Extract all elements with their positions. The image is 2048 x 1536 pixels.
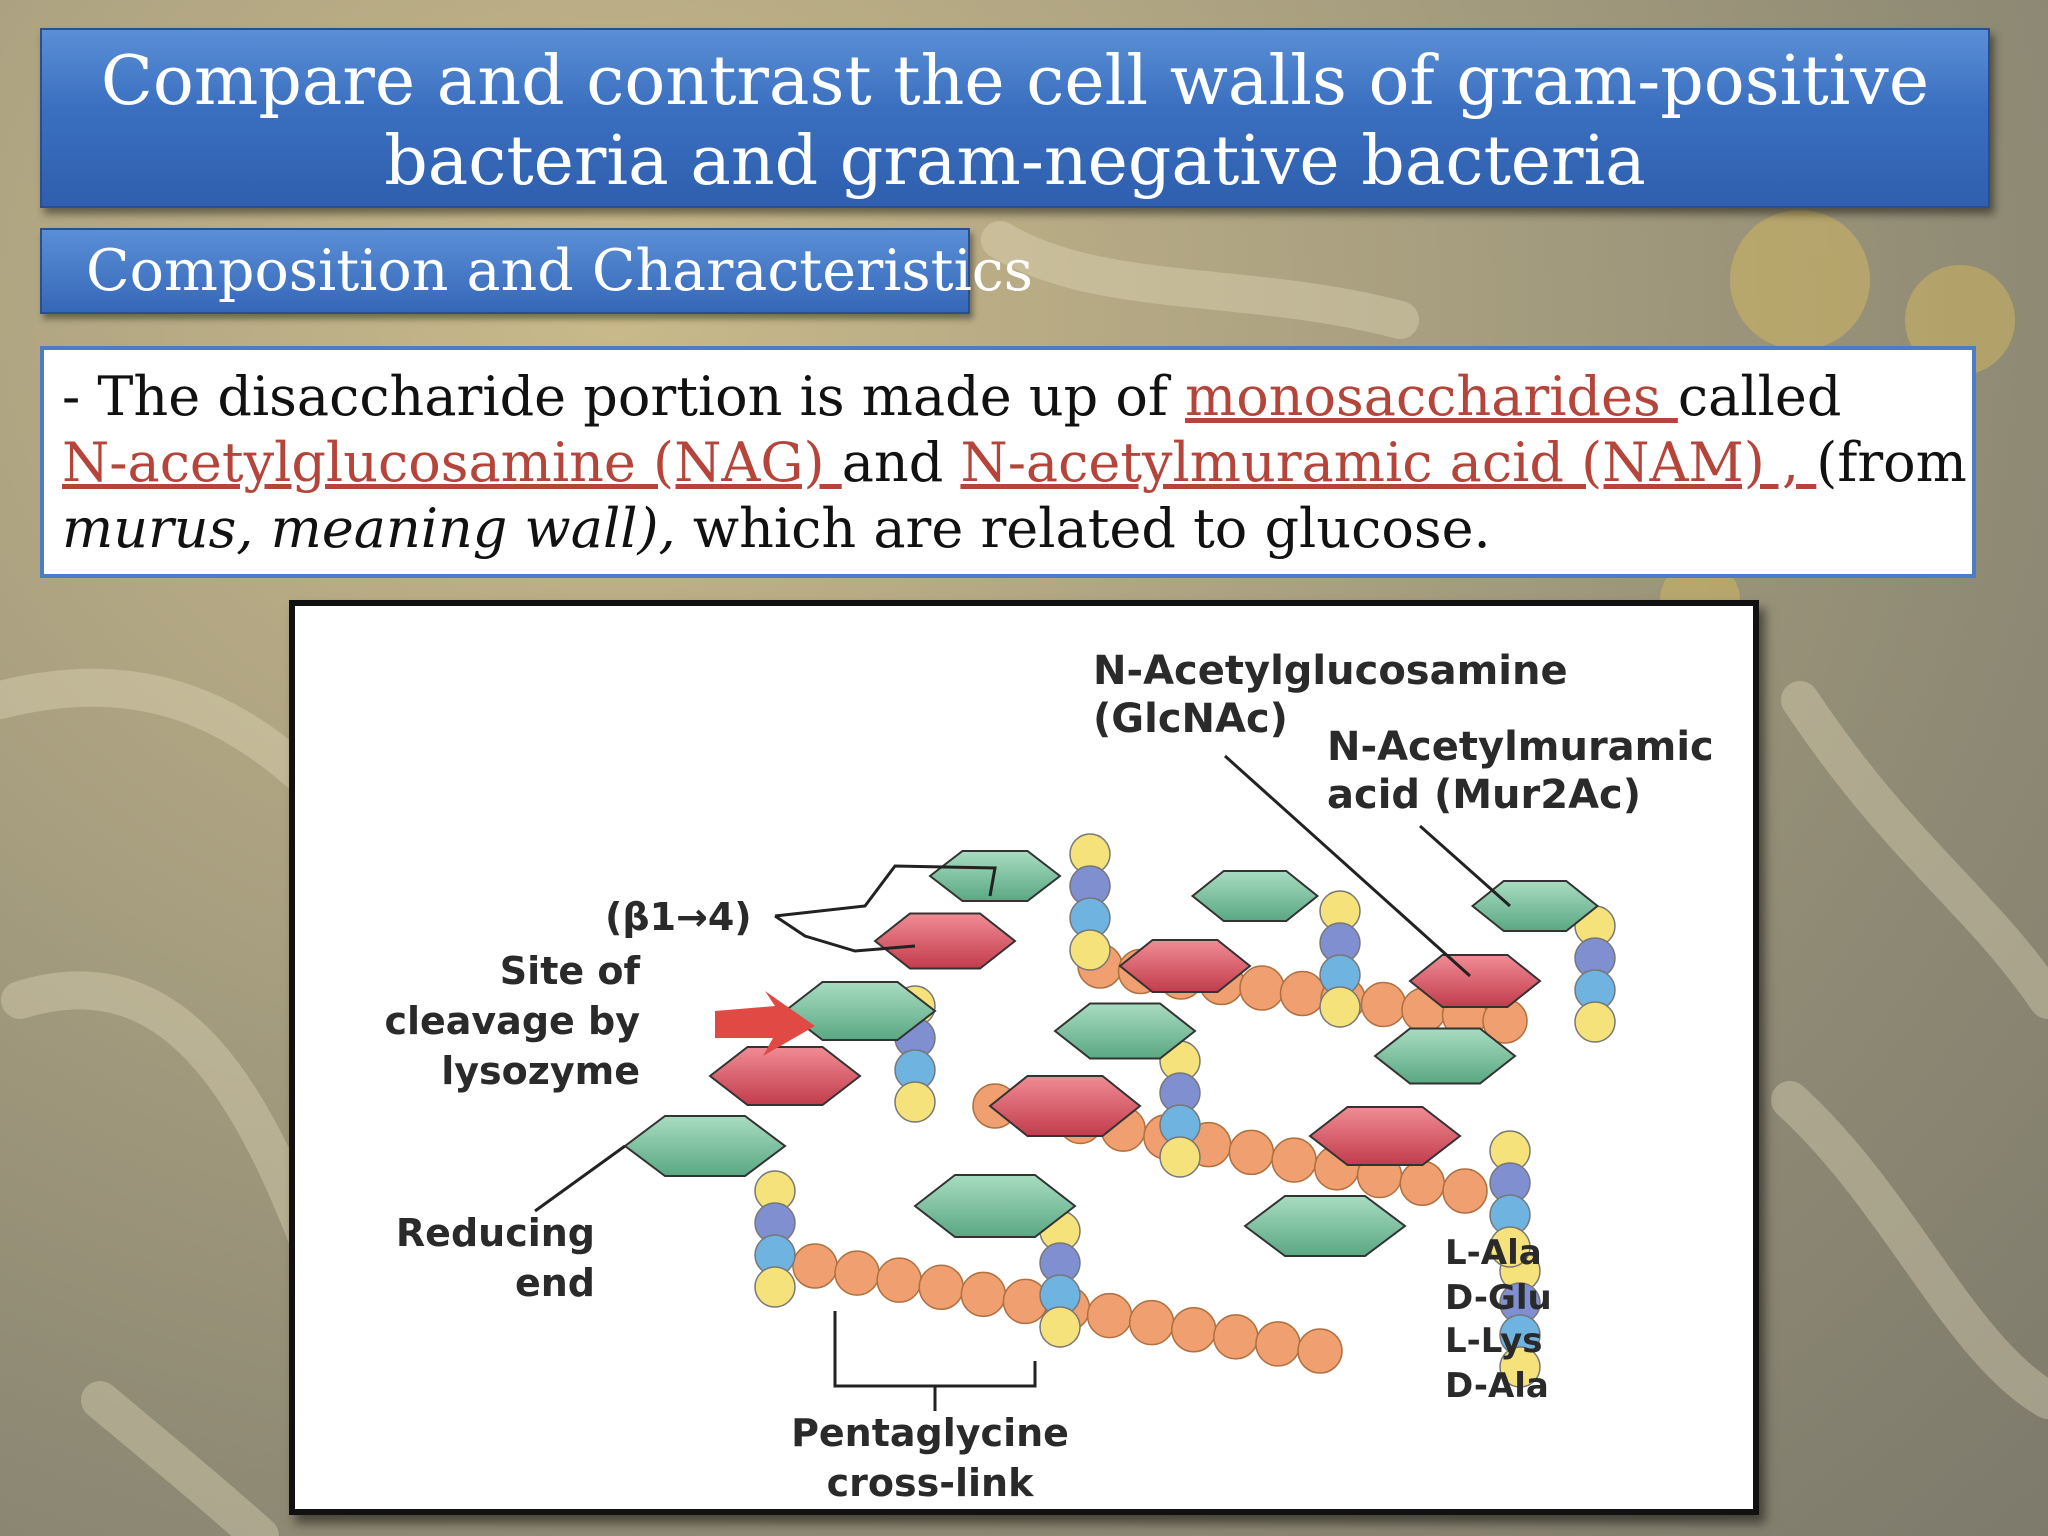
slide-title-line-2: bacteria and gram-negative bacteria <box>384 122 1646 201</box>
amino-acid-bead <box>754 1266 796 1308</box>
glycine-bead <box>834 1250 880 1296</box>
label-site-1: Site of <box>500 949 641 993</box>
label-pentaglycine-2: cross-link <box>827 1461 1034 1505</box>
label-d-ala: D-Ala <box>1445 1366 1549 1406</box>
glycine-bead <box>1228 1129 1275 1176</box>
glycine-bead <box>918 1264 964 1310</box>
label-l-ala: L-Ala <box>1445 1233 1542 1273</box>
glycine-bead <box>960 1271 1007 1318</box>
nag-hexagon <box>623 1115 787 1177</box>
nag-hexagon <box>1053 1002 1197 1060</box>
body-line-3: murus, meaning wall), which are related … <box>62 496 1954 562</box>
lysozyme-arrow-icon <box>715 991 815 1056</box>
section-subtitle: Composition and Characteristics <box>40 228 1033 314</box>
nam-hexagon <box>988 1075 1142 1137</box>
amino-acid-bead <box>1574 1001 1616 1043</box>
nag-hexagon <box>1243 1195 1407 1257</box>
body-and-text: and <box>841 431 961 494</box>
sugar-backbone <box>623 850 1600 1257</box>
term-nag[interactable]: N-acetylglucosamine (NAG) <box>62 431 842 494</box>
glycine-bead <box>1442 1168 1488 1214</box>
nag-hexagon <box>1373 1027 1517 1085</box>
body-text-box: - The disaccharide portion is made up of… <box>40 346 1976 578</box>
glycine-bead <box>1086 1292 1133 1339</box>
body-dash-text: - The disaccharide portion is made up of <box>62 365 1186 428</box>
glycine-bead <box>792 1243 838 1289</box>
glycine-bead <box>876 1257 922 1303</box>
label-reducing-2: end <box>515 1261 595 1305</box>
amino-acid-bead <box>1159 1136 1201 1178</box>
body-called-text: called <box>1677 365 1842 428</box>
glycine-bead <box>1171 1307 1217 1353</box>
nag-hexagon <box>783 981 937 1041</box>
glycine-bead <box>1255 1321 1301 1367</box>
label-glcnac-2: (GlcNAc) <box>1093 696 1288 742</box>
amino-acid-bead <box>1319 986 1361 1028</box>
pentaglycine-chains <box>792 943 1528 1374</box>
body-line-2: N-acetylglucosamine (NAG) and N-acetylmu… <box>62 430 1967 496</box>
body-line-1: - The disaccharide portion is made up of… <box>62 364 1954 430</box>
nag-hexagon <box>1470 880 1600 932</box>
nam-hexagon <box>708 1046 862 1106</box>
label-d-glu: D-Glu <box>1445 1278 1552 1318</box>
amino-acid-bead <box>1039 1306 1081 1348</box>
label-reducing-1: Reducing <box>396 1211 595 1255</box>
glycine-bead <box>1128 1299 1175 1346</box>
amino-acid-bead <box>1489 1226 1531 1268</box>
nag-hexagon <box>1190 870 1320 922</box>
label-pentaglycine-1: Pentaglycine <box>791 1411 1069 1455</box>
peptide-stems <box>754 833 1616 1388</box>
glycine-bead <box>1360 981 1407 1028</box>
label-site-2: cleavage by <box>384 999 640 1043</box>
glycine-bead <box>1213 1314 1259 1360</box>
glycine-bead <box>1271 1137 1317 1183</box>
slide-title-line-1: Compare and contrast the cell walls of g… <box>100 42 1930 121</box>
body-from-text: (from <box>1816 431 1967 494</box>
nam-hexagon <box>1408 954 1542 1008</box>
peptidoglycan-figure: N-Acetylglucosamine (GlcNAc) N-Acetylmur… <box>289 600 1759 1515</box>
slide-title: Compare and contrast the cell walls of g… <box>40 28 1990 208</box>
label-glcnac-1: N-Acetylglucosamine <box>1093 648 1568 694</box>
label-beta-linkage: (β1→4) <box>605 895 752 939</box>
nam-hexagon <box>1308 1106 1462 1166</box>
nag-hexagon <box>913 1174 1077 1238</box>
term-monosaccharides[interactable]: monosaccharides <box>1185 365 1678 428</box>
label-mur-1: N-Acetylmuramic <box>1327 724 1714 770</box>
term-nam[interactable]: N-acetylmuramic acid (NAM) , <box>960 431 1817 494</box>
amino-acid-bead <box>894 1081 936 1123</box>
glycine-bead <box>1279 970 1326 1017</box>
body-tail-text: which are related to glucose. <box>675 497 1491 560</box>
nam-hexagon <box>873 912 1017 970</box>
glycine-bead <box>1239 965 1285 1011</box>
peptidoglycan-diagram: N-Acetylglucosamine (GlcNAc) N-Acetylmur… <box>384 648 1714 1505</box>
label-site-3: lysozyme <box>441 1049 640 1093</box>
glycine-bead <box>1297 1328 1343 1374</box>
label-l-lys: L-Lys <box>1445 1321 1543 1361</box>
nam-hexagon <box>1118 939 1252 993</box>
amino-acid-bead <box>1069 929 1111 971</box>
label-mur-2: acid (Mur2Ac) <box>1327 772 1641 818</box>
body-italic-text: murus, meaning wall), <box>62 497 676 560</box>
amino-acid-bead <box>1499 1346 1541 1388</box>
glycine-bead <box>1399 1160 1446 1207</box>
leader-lines <box>534 754 1511 1411</box>
